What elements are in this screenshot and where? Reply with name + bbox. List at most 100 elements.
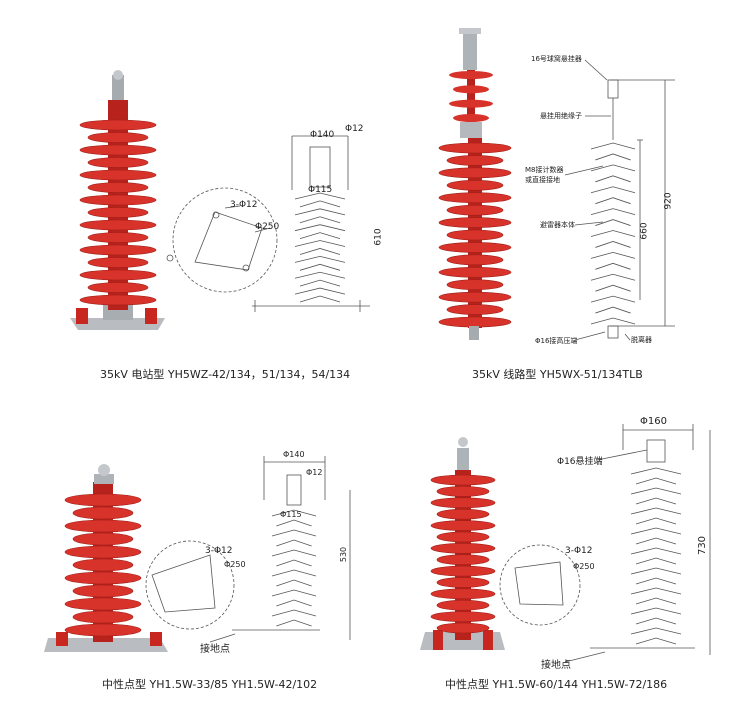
- shed-outline: [595, 262, 631, 270]
- shed: [446, 155, 504, 166]
- shed-outline: [299, 232, 341, 239]
- shed: [446, 254, 504, 266]
- shed-outline: [590, 251, 636, 259]
- shed: [87, 132, 149, 143]
- shed-outline: [299, 248, 341, 255]
- dim-hole: 3-Φ12: [230, 200, 258, 210]
- shed: [79, 119, 157, 131]
- label-separator: 脱离器: [631, 336, 652, 344]
- caption-4: 中性点型 YH1.5W-60/144 YH1.5W-72/186: [445, 678, 668, 691]
- shed-outline: [271, 569, 317, 577]
- dim-hole: 3-Φ12: [205, 546, 233, 556]
- ground-point: 接地点: [200, 644, 230, 655]
- shed: [453, 114, 489, 122]
- shed: [438, 266, 512, 278]
- shed-outline: [630, 567, 682, 575]
- arrester-photo-2: [438, 28, 512, 340]
- shed: [430, 565, 496, 577]
- shed-outline: [635, 497, 677, 505]
- shed-outline: [294, 192, 346, 200]
- shed: [64, 597, 142, 611]
- shed: [72, 610, 134, 624]
- shed: [436, 622, 490, 634]
- shed-outline: [271, 549, 317, 557]
- shed: [87, 282, 149, 293]
- shed-outline: [595, 197, 631, 205]
- shed: [436, 508, 490, 520]
- caption-2: 35kV 线路型 YH5WX-51/134TLB: [472, 368, 643, 381]
- shed-outline: [630, 587, 682, 595]
- hanger-label: Φ16悬挂端: [557, 457, 603, 467]
- shed-outline: [595, 219, 631, 226]
- shed: [64, 623, 142, 637]
- shed: [64, 545, 142, 559]
- shed: [72, 506, 134, 520]
- dim-d140: Φ140: [283, 450, 305, 459]
- shed-outline: [635, 517, 677, 525]
- shed: [449, 71, 493, 79]
- arrester-photo-3: [44, 464, 168, 652]
- panel-3: Φ140 Φ12 Φ115 3-Φ12 Φ250 530 接地点 中性点型 YH…: [0, 390, 375, 724]
- shed: [79, 294, 157, 306]
- shed: [79, 219, 157, 231]
- dim-d115: Φ115: [280, 510, 302, 519]
- shed: [430, 588, 496, 600]
- shed-outline: [630, 487, 682, 495]
- shed-outline: [276, 519, 312, 527]
- shed-outline: [590, 273, 636, 281]
- shed-outline: [299, 279, 341, 287]
- arrester-photo-4: [420, 437, 505, 650]
- shed: [79, 194, 157, 206]
- shed-outline: [294, 224, 346, 232]
- shed-outline: [595, 153, 631, 161]
- dim-660: 660: [639, 222, 650, 240]
- shed: [79, 269, 157, 281]
- shed: [446, 279, 504, 291]
- shed: [87, 257, 149, 268]
- shed: [72, 584, 134, 598]
- shed: [436, 531, 490, 543]
- shed-outline: [294, 287, 346, 295]
- shed: [446, 204, 504, 216]
- shed-outline: [590, 317, 636, 325]
- dim-circle: Φ250: [255, 222, 280, 232]
- ground-point: 接地点: [541, 660, 571, 671]
- shed: [436, 486, 490, 497]
- dim-920: 920: [663, 192, 674, 210]
- dim-circle: Φ250: [224, 560, 246, 569]
- shed-outline: [630, 507, 682, 515]
- shed: [430, 474, 496, 486]
- label-body: 避雷器本体: [540, 221, 575, 229]
- shed: [430, 497, 496, 509]
- shed: [64, 493, 142, 507]
- shed: [438, 242, 512, 253]
- shed-outline: [630, 627, 682, 635]
- shed-outline: [590, 230, 636, 237]
- shed-outline: [299, 216, 341, 224]
- shed-outline: [276, 619, 312, 627]
- shed: [79, 144, 157, 156]
- shed: [87, 157, 149, 168]
- shed-outline: [590, 142, 636, 150]
- shed: [79, 244, 157, 256]
- shed: [449, 99, 493, 108]
- shed: [64, 519, 142, 533]
- label-terminal: Φ16接高压端: [535, 337, 578, 345]
- shed-outline: [630, 547, 682, 555]
- shed: [438, 291, 512, 303]
- dim-d12: Φ12: [345, 124, 364, 134]
- label-fitting: 16号球窝悬挂器: [531, 55, 582, 63]
- drawing-2: [564, 59, 675, 341]
- shed: [87, 182, 149, 193]
- shed: [438, 217, 512, 228]
- shed-outline: [635, 637, 677, 645]
- shed-outline: [299, 263, 341, 271]
- shed: [430, 520, 496, 531]
- label-counter: M8接计数器 或直接接地: [525, 166, 564, 184]
- shed: [446, 229, 504, 241]
- shed: [436, 599, 490, 611]
- shed: [87, 232, 149, 243]
- arrester-photo-1: [70, 70, 165, 330]
- shed: [438, 167, 512, 179]
- shed: [72, 558, 134, 572]
